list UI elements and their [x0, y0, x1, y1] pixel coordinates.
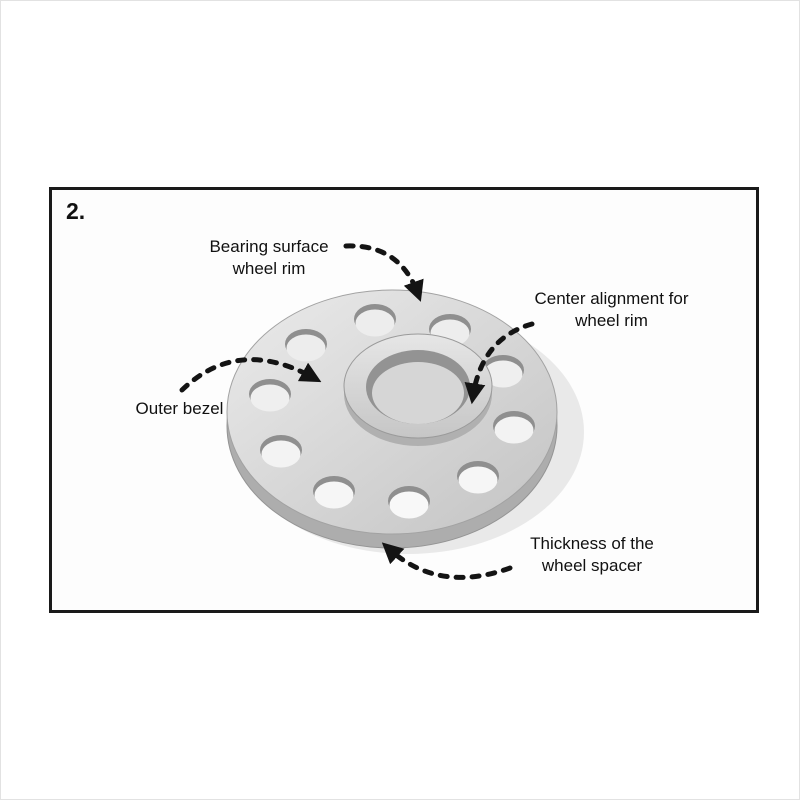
center-bore-opening: [372, 362, 464, 424]
bolt-hole: [457, 461, 499, 494]
center-alignment-label: Center alignment for wheel rim: [534, 289, 689, 330]
step-number: 2.: [66, 198, 86, 224]
bearing-surface-label: Bearing surface wheel rim: [209, 237, 329, 278]
bolt-hole: [313, 476, 355, 509]
outer-bezel-label: Outer bezel: [135, 399, 224, 418]
bolt-hole: [260, 435, 302, 468]
bolt-hole: [388, 486, 430, 519]
arrow-center-alignment: [464, 321, 535, 405]
bolt-hole: [493, 411, 535, 444]
bolt-hole: [354, 304, 396, 337]
bolt-hole: [249, 379, 291, 412]
bolt-holes: [249, 304, 535, 519]
thickness-label: Thickness of the wheel spacer: [530, 534, 654, 575]
diagram-frame: 2. Bearing surface wheel rim Center alig…: [49, 187, 759, 613]
arrow-thickness: [381, 542, 513, 580]
wheel-spacer-diagram: [179, 243, 584, 580]
arrow-outer-bezel: [179, 357, 322, 393]
arrow-bearing-surface: [343, 243, 424, 302]
bolt-hole: [285, 329, 327, 362]
bolt-hole: [482, 355, 524, 388]
